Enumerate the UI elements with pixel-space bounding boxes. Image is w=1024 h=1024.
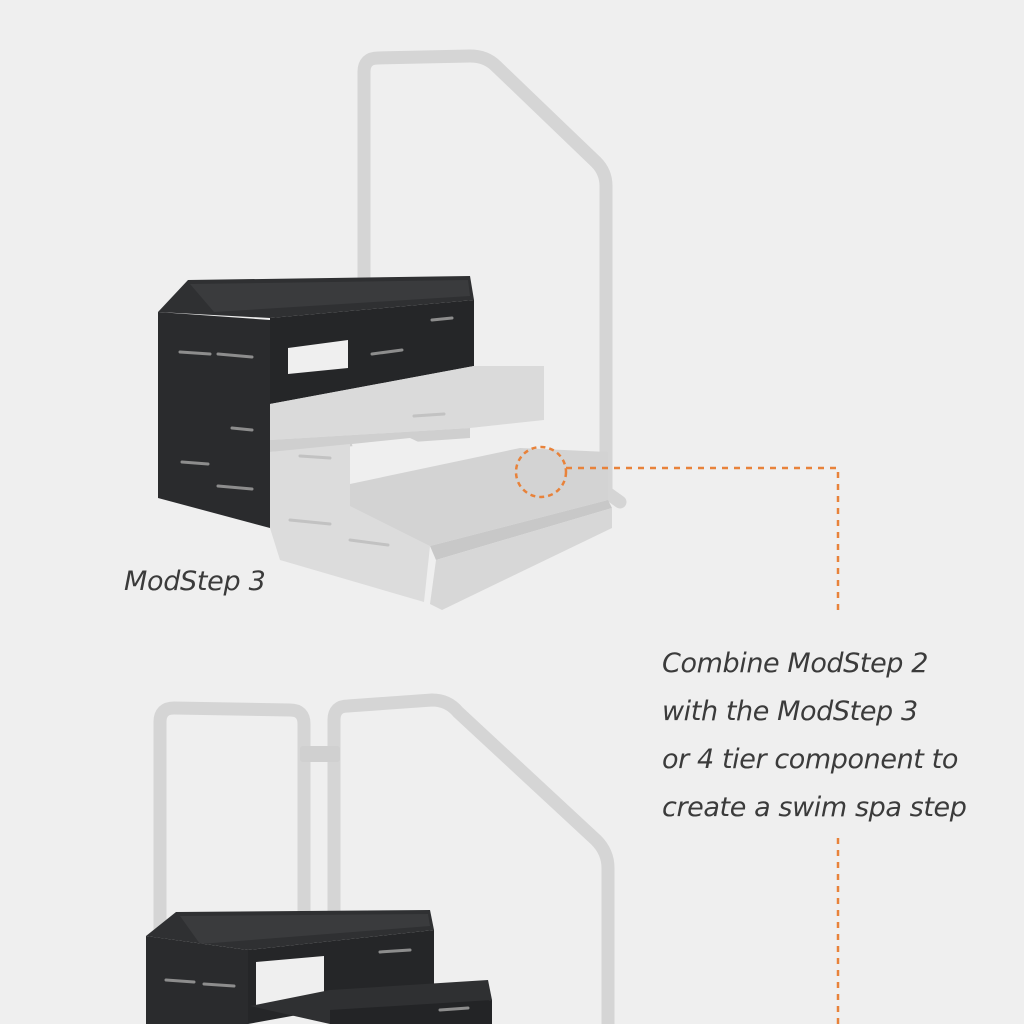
dark-step-side — [270, 300, 474, 404]
highlight-circle — [514, 445, 568, 499]
note-line-1: Combine ModStep 2 — [662, 648, 929, 679]
product-caption: ModStep 3 — [124, 566, 266, 597]
modstep-2-image — [146, 693, 615, 1024]
handrail-top — [357, 49, 627, 509]
light-step-upper — [270, 366, 544, 440]
note-line-4: create a swim spa step — [662, 792, 967, 823]
dark-step-front — [158, 312, 270, 528]
note-line-2: with the ModStep 3 — [662, 696, 918, 727]
combine-note: Combine ModStep 2 with the ModStep 3 or … — [662, 640, 1012, 832]
light-step-lower — [350, 448, 608, 546]
modstep-3-image — [158, 49, 627, 610]
note-line-3: or 4 tier component to — [662, 744, 958, 775]
light-step-body — [270, 444, 430, 602]
